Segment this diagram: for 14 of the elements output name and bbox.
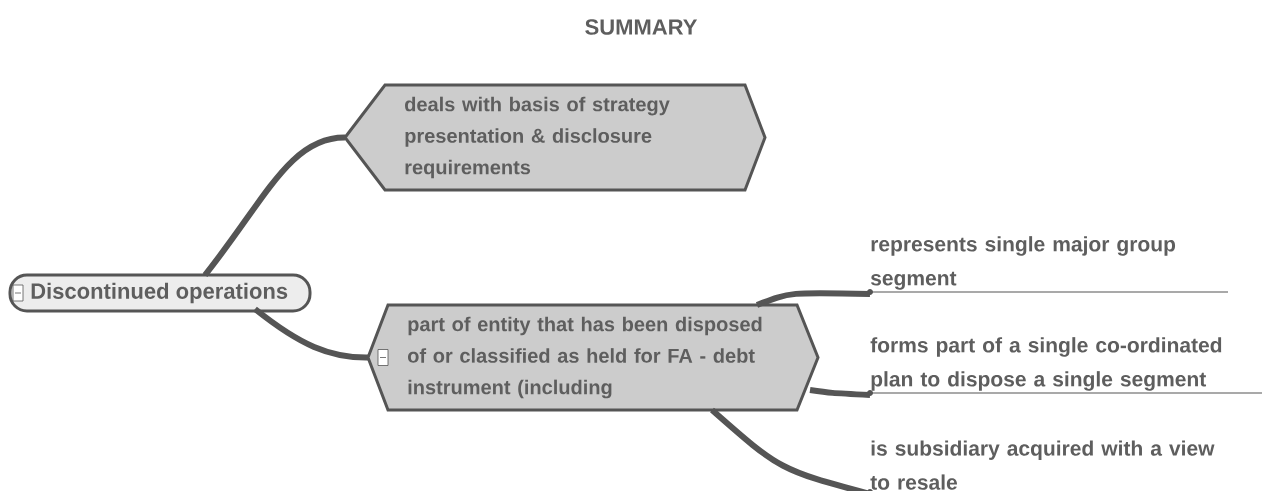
node-label: represents single major group segment [870,236,1176,290]
topic-box: Discontinued operations [8,273,312,313]
topic-box: part of entity that has been disposed of or classified as held for FA - debt instrument (including [366,303,820,412]
title: SUMMARY [585,19,698,35]
branch-line [253,306,369,361]
branch-line [755,290,871,308]
branch-line [710,407,871,491]
node-label: forms part of a single co-ordinated plan to dispose a single segment [870,337,1222,391]
branch-topic: forms part of a single co-ordinated plan to dispose a single segment [867,337,1262,396]
branch-topic: represents single major group segment [867,236,1229,295]
branch-line [202,134,346,277]
topic-box: deals with basis of strategy presentation & disclosure requirements [343,83,767,192]
branch-line [809,387,871,398]
branch-topic: is subsidiary acquired with a view to resale [867,440,1215,491]
